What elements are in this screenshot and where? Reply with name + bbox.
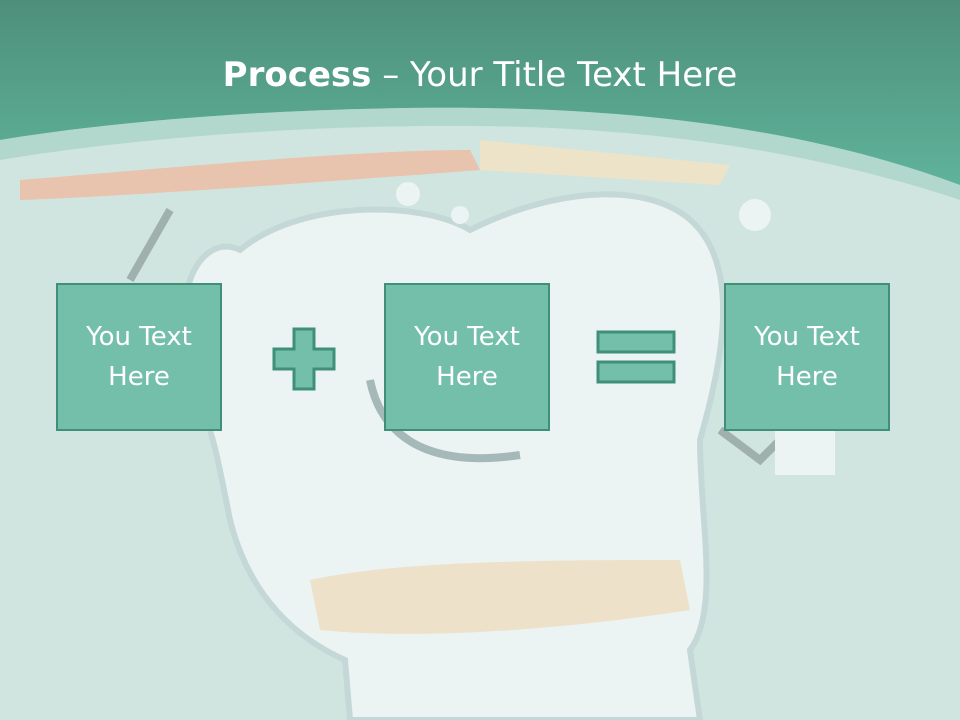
tooth-illustration [20, 140, 835, 720]
title-rest: Your Title Text Here [410, 55, 738, 95]
text-box-2[interactable]: You Text Here [384, 283, 550, 431]
text-box-3[interactable]: You Text Here [724, 283, 890, 431]
plus-icon [272, 327, 336, 391]
title-dash: – [371, 55, 411, 95]
slide-title: Process – Your Title Text Here [0, 54, 960, 96]
text-box-1[interactable]: You Text Here [56, 283, 222, 431]
text-box-1-label: You Text Here [86, 322, 192, 392]
equals-icon [596, 330, 676, 384]
text-box-3-label: You Text Here [754, 322, 860, 392]
text-box-2-label: You Text Here [414, 322, 520, 392]
title-bold: Process [222, 55, 372, 95]
